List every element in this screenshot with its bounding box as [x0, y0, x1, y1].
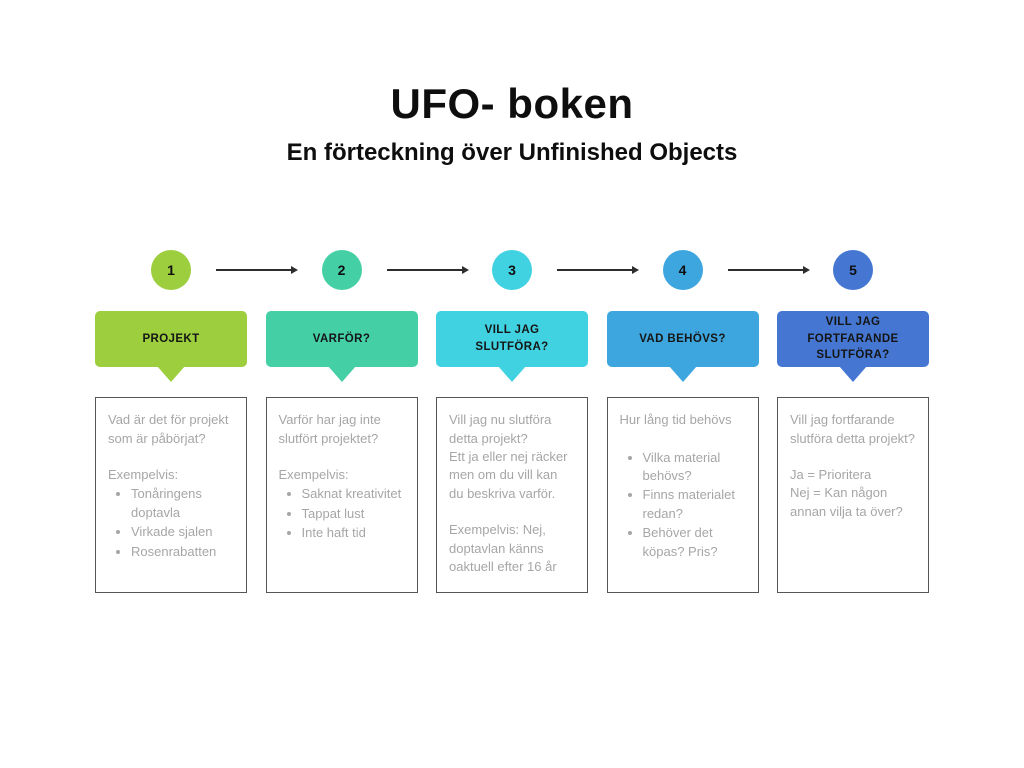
line-spacer: [620, 430, 746, 448]
line-spacer: [449, 503, 575, 521]
step-header-bubble: VARFÖR?: [265, 311, 418, 383]
page-title: UFO- boken: [390, 80, 634, 127]
step-body-box: Varför har jag inte slutfört projektet? E…: [265, 397, 418, 594]
step-number: 3: [508, 262, 516, 279]
body-text: Nej = Kan någon annan vilja ta över?: [790, 485, 903, 519]
step-body-box: Vill jag nu slutföra detta projekt?Ett j…: [436, 397, 588, 594]
step-number: 1: [167, 262, 175, 279]
step-circle: 1: [151, 250, 191, 291]
line-spacer: [279, 448, 405, 466]
step-header-label: VAD BEHÖVS?: [639, 332, 726, 345]
bullet-item: Tonåringens doptavla: [131, 485, 234, 522]
flow-arrow: [727, 266, 810, 273]
step-header-label: VARFÖR?: [312, 332, 371, 345]
bullet-item: Finns materialet redan?: [643, 486, 746, 523]
body-text: Exempelvis:: [108, 467, 179, 482]
step-header-label: VILL JAG SLUTFÖRA?: [475, 324, 549, 354]
bubble-tail-icon: [157, 366, 185, 383]
step-circle: 4: [662, 250, 703, 291]
step-circle: 5: [833, 250, 873, 291]
step-circle-cell: 4: [607, 250, 759, 291]
bullet-list: Saknat kreativitetTappat lustInte haft t…: [279, 485, 405, 542]
body-text: Varför har jag inte slutfört projektet?: [278, 412, 381, 446]
step-circle: 2: [321, 250, 362, 291]
step-header-bubble: VILL JAG FORTFARANDE SLUTFÖRA?: [777, 311, 929, 383]
bullet-item: Vilka material behövs?: [643, 449, 746, 486]
line-spacer: [790, 448, 916, 466]
step-body-box: Hur lång tid behövsVilka material behövs…: [606, 397, 759, 594]
step-circle-cell: 3: [436, 250, 588, 291]
bubble-tail-icon: [327, 366, 356, 383]
flow-arrow: [216, 266, 298, 273]
step-number: 4: [678, 262, 687, 279]
body-text: Ett ja eller nej räcker men om du vill k…: [449, 449, 568, 501]
headers-row: PROJEKT VARFÖR? VILL JAG SLUTFÖRA? VAD B…: [95, 311, 929, 383]
bullet-item: Tappat lust: [302, 505, 405, 523]
body-text: Exempelvis:: [278, 467, 349, 482]
body-text: Ja = Prioritera: [790, 467, 872, 482]
step-number: 5: [849, 262, 857, 279]
step-header-bubble: VILL JAG SLUTFÖRA?: [436, 311, 588, 383]
body-text: Hur lång tid behövs: [619, 412, 732, 428]
step-header-label: PROJEKT: [142, 332, 200, 345]
step-header-bubble: PROJEKT: [95, 311, 247, 383]
step-number: 2: [337, 262, 346, 279]
step-circle-cell: 2: [266, 250, 418, 291]
step-header-bubble: VAD BEHÖVS?: [606, 311, 759, 383]
process-flow: 1 2 3 4 5 PROJEKT VARFÖR? VILL JAG SLUTF…: [95, 250, 929, 594]
body-text: Exempelvis: Nej, doptavlan känns oaktuel…: [449, 522, 557, 575]
bodies-row: Vad är det för projekt som är påbörjat? E…: [95, 397, 929, 594]
bullet-item: Rosenrabatten: [131, 543, 234, 561]
step-circle-cell: 1: [95, 250, 247, 291]
bullet-item: Inte haft tid: [302, 524, 405, 542]
body-text: Vad är det för projekt som är påbörjat?: [108, 412, 229, 446]
bullet-item: Behöver det köpas? Pris?: [643, 524, 746, 561]
body-text: Vill jag fortfarande slutföra detta proj…: [790, 412, 916, 446]
step-circle: 3: [492, 250, 532, 291]
bullet-list: Tonåringens doptavlaVirkade sjalenRosenr…: [108, 485, 234, 561]
step-body-box: Vill jag fortfarande slutföra detta proj…: [777, 397, 929, 594]
step-circle-cell: 5: [777, 250, 929, 291]
bullet-item: Virkade sjalen: [131, 523, 234, 541]
step-header-label: VILL JAG FORTFARANDE SLUTFÖRA?: [807, 316, 899, 362]
step-body-box: Vad är det för projekt som är påbörjat? E…: [95, 397, 247, 594]
body-text: Vill jag nu slutföra detta projekt?: [449, 412, 552, 446]
bubble-tail-icon: [839, 366, 867, 383]
flow-arrow: [557, 266, 639, 273]
line-spacer: [108, 448, 234, 466]
flow-arrow: [386, 266, 469, 273]
page-subtitle: En förteckning över Unfinished Objects: [286, 139, 738, 167]
bubble-tail-icon: [498, 366, 526, 383]
bubble-tail-icon: [668, 366, 697, 383]
bullet-list: Vilka material behövs?Finns materialet r…: [620, 449, 746, 562]
circles-row: 1 2 3 4 5: [95, 250, 929, 291]
bullet-item: Saknat kreativitet: [302, 485, 405, 503]
